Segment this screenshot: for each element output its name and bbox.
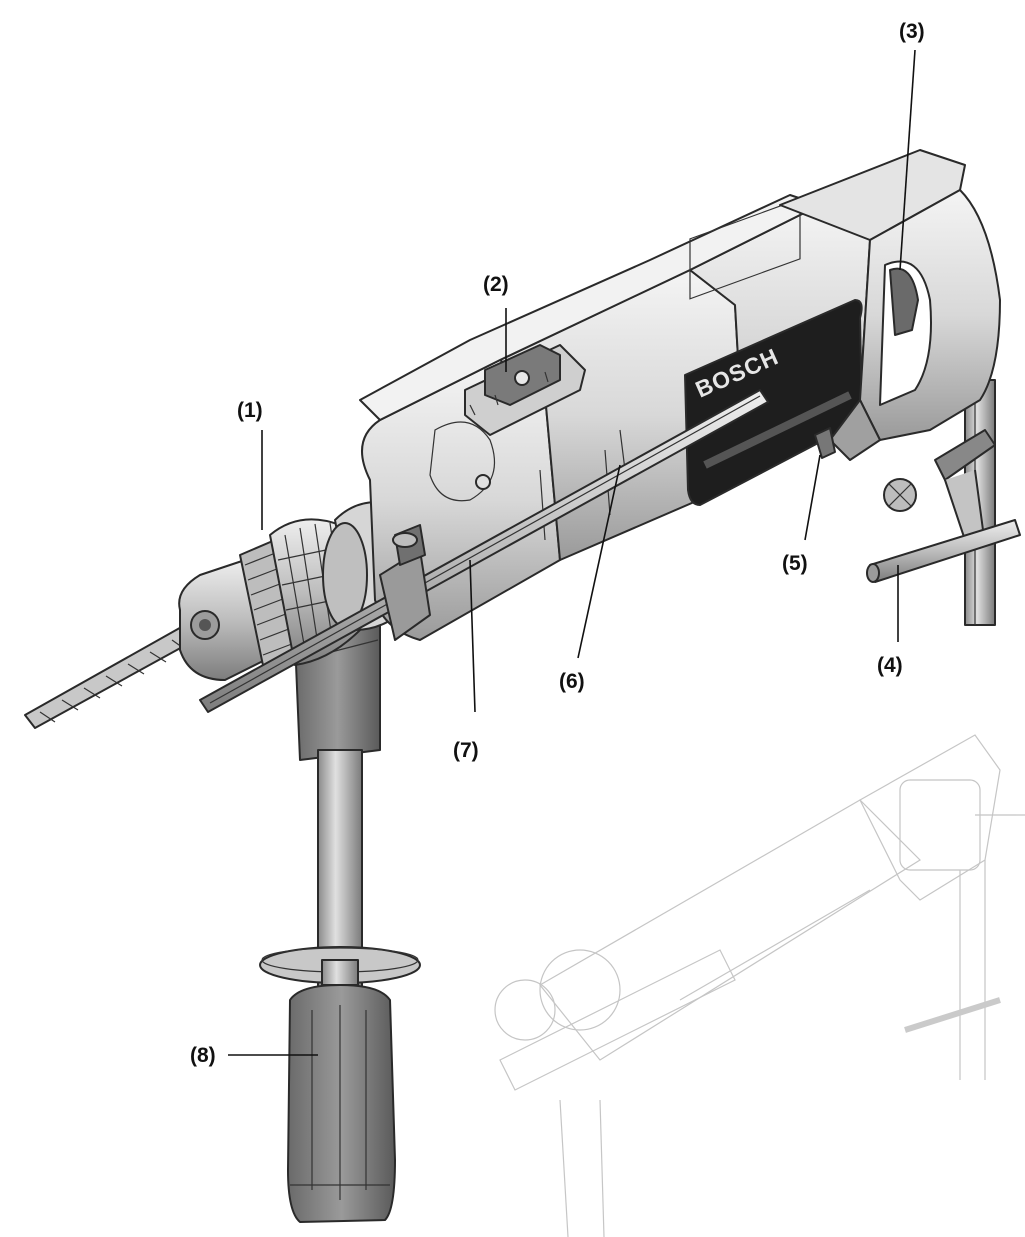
rear-handle [779, 149, 1001, 461]
chuck [178, 501, 411, 681]
depth-stop-clamp [379, 524, 431, 641]
callout-label-2: (2) [483, 273, 509, 296]
callout-label-7: (7) [453, 739, 479, 762]
callout-label-3: (3) [899, 20, 925, 43]
faded-drill-illustration [494, 734, 1025, 1237]
lock-button [814, 427, 836, 459]
callout-labels: (1) (2) (3) (4) (5) (6) (7) (8) [190, 20, 925, 1067]
callout-label-6: (6) [559, 670, 585, 693]
drill-body: BOSCH [359, 194, 871, 641]
callout-label-1: (1) [237, 399, 263, 422]
leader-5 [804, 454, 821, 541]
leader-7 [469, 559, 476, 713]
leader-6 [577, 464, 621, 659]
callout-label-8: (8) [190, 1044, 216, 1067]
side-handle [259, 614, 421, 1223]
callout-label-4: (4) [877, 654, 903, 677]
chuck-key [866, 429, 1021, 583]
depth-stop-rod [199, 389, 769, 713]
mode-selector-switch [464, 344, 586, 436]
callout-label-5: (5) [782, 552, 808, 575]
drill-bit [24, 624, 196, 729]
leader-3 [899, 49, 916, 271]
leader-lines [228, 49, 916, 1056]
